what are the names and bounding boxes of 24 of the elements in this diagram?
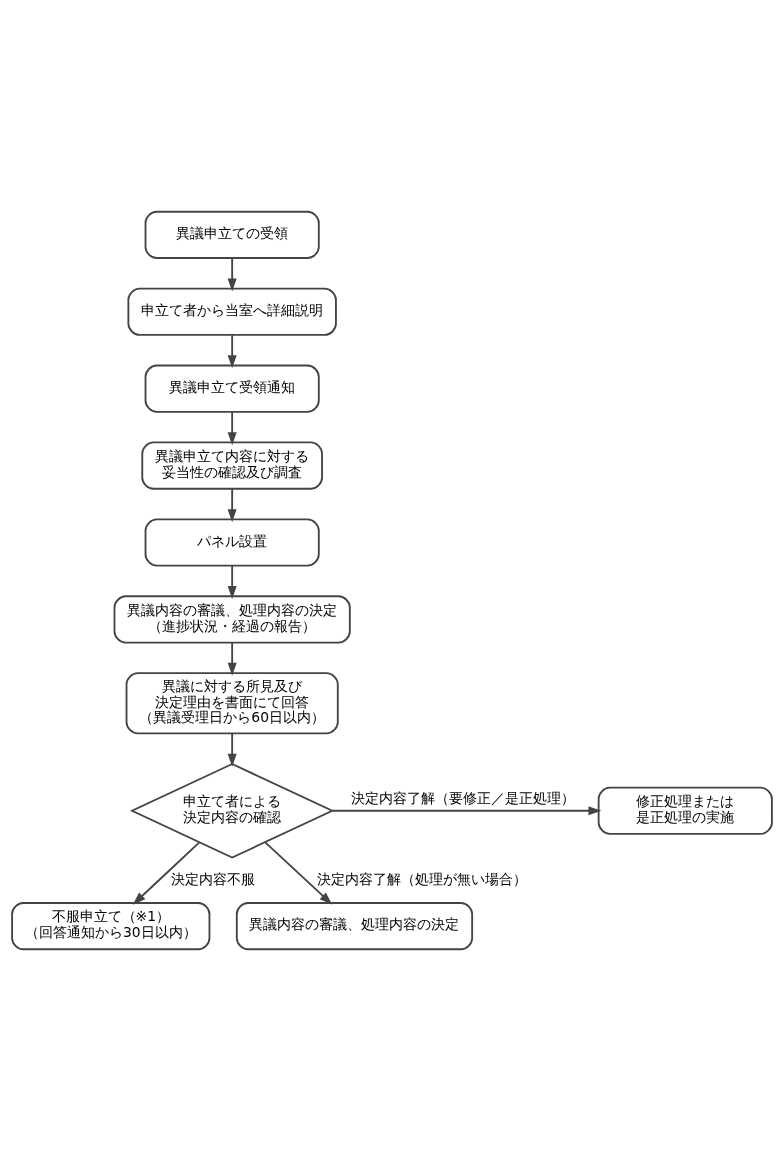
edge-label: 決定内容不服 [170, 870, 255, 886]
arrow [227, 333, 237, 368]
arrow [227, 410, 237, 445]
arrow [132, 841, 201, 905]
node-box: 異議内容の審議、処理内容の決定 [235, 901, 474, 950]
node-box: 異議に対する所見及び決定理由を書面にて回答（異議受理日から60日以内） [125, 671, 339, 734]
arrow [227, 487, 237, 522]
node-box: 異議申立て内容に対する妥当性の確認及び調査 [141, 441, 323, 490]
node-box: 不服申立て（※1）（回答通知から30日以内） [11, 901, 211, 950]
arrow [227, 641, 237, 676]
arrow [227, 256, 237, 291]
arrow [264, 841, 333, 905]
node-box: 修正処理または是正処理の実施 [597, 786, 773, 835]
arrow [331, 805, 602, 815]
node-diamond: 申立て者による決定内容の確認 [129, 762, 335, 859]
arrow [227, 732, 237, 767]
node-box: パネル設置 [144, 517, 320, 567]
node-box: 異議申立ての受領 [144, 210, 320, 259]
arrow [227, 564, 237, 599]
node-box: 申立て者から当室へ詳細説明 [127, 287, 337, 336]
node-box: 異議申立て受領通知 [144, 364, 320, 413]
node-box: 異議内容の審議、処理内容の決定（進捗状況・経過の報告） [113, 594, 351, 643]
edge-label: 決定内容了解（処理が無い場合） [316, 870, 527, 886]
edge-label: 決定内容了解（要修正／是正処理） [351, 789, 576, 806]
